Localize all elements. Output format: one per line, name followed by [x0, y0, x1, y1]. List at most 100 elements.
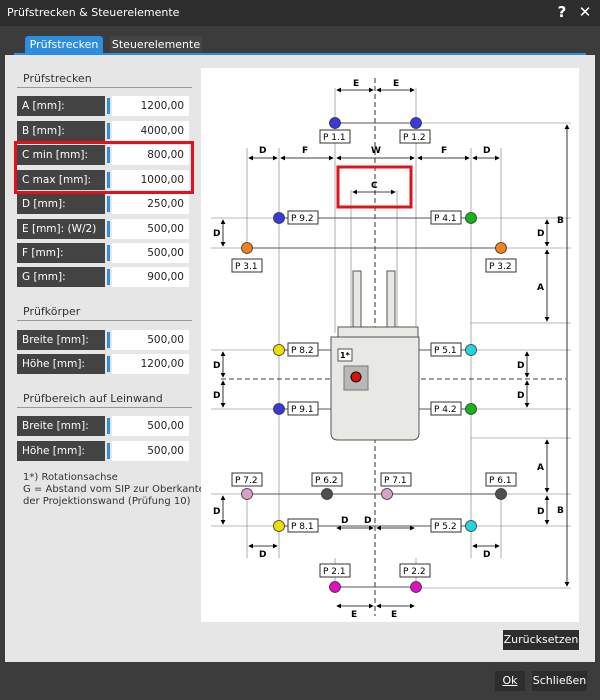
label-p4-1: P 4.1 [434, 214, 457, 224]
footnote-line: 1*) Rotationsachse [23, 472, 118, 483]
window-title: Prüfstrecken & Steuerelemente [7, 6, 180, 19]
dim-e: E [353, 79, 359, 89]
rotation-label-box [337, 348, 353, 362]
field-label: C min [mm]: [17, 145, 105, 165]
field-a-input[interactable]: 1200,00 [112, 96, 189, 116]
label-p8-2: P 8.2 [291, 346, 314, 356]
divider [17, 320, 192, 321]
label-p4-2: P 4.2 [434, 405, 457, 415]
field-koerper-breite-input[interactable]: 500,00 [112, 330, 189, 350]
point-p6-1 [495, 488, 507, 500]
point-p5-1 [465, 344, 477, 356]
dim-e: E [393, 79, 399, 89]
field-accent [107, 245, 110, 261]
tab-underline [14, 53, 586, 55]
title-bar: Prüfstrecken & Steuerelemente ? ✕ [0, 0, 600, 26]
divider [17, 87, 192, 88]
label-p7-2: P 7.2 [235, 476, 258, 486]
field-label: C max [mm]: [17, 170, 105, 190]
point-p3-2 [495, 242, 507, 254]
section-title-pruefstrecken: Prüfstrecken [23, 72, 92, 85]
field-c-max: C max [mm]: 1000,00 [17, 170, 189, 190]
field-label: F [mm]: [17, 243, 105, 263]
dialog-footer: Ok Schließen [0, 662, 600, 700]
close-button[interactable]: Schließen [532, 671, 587, 691]
label-p1-2: P 1.2 [403, 133, 426, 143]
guide-lines [211, 88, 571, 589]
tab-steuerelemente[interactable]: Steuerelemente [110, 36, 202, 54]
label-p3-2: P 3.2 [489, 262, 512, 272]
dim-d: D [213, 391, 220, 401]
rotation-axis-point [350, 371, 362, 383]
field-f-input[interactable]: 500,00 [112, 243, 189, 263]
point-labels: P 1.1 P 1.2 P 9.2 P 4.1 P 3.1 P 3.2 P 8.… [231, 129, 517, 578]
footnote-line: der Projektionswand (Prüfung 10) [23, 496, 191, 507]
dim-d: D [537, 507, 544, 517]
field-e-input[interactable]: 500,00 [112, 219, 189, 239]
points [241, 117, 507, 593]
dimension-labels: E E D F W F D C D D A B D D D D A D B D [213, 79, 564, 620]
field-leinwand-breite-input[interactable]: 500,00 [112, 416, 189, 436]
dim-b: B [557, 506, 564, 516]
field-label: Höhe [mm]: [17, 354, 105, 374]
label-p7-1: P 7.1 [384, 476, 407, 486]
diagram-svg: E E D F W F D C D D A B D D D D A D B D [211, 78, 571, 620]
point-p1-1 [329, 117, 341, 129]
field-c-max-input[interactable]: 1000,00 [112, 170, 189, 190]
dim-d: D [259, 550, 266, 560]
point-p7-1 [381, 488, 393, 500]
label-p5-2: P 5.2 [434, 522, 457, 532]
label-p1-1: P 1.1 [323, 133, 346, 143]
dim-e: E [391, 610, 397, 620]
help-icon[interactable]: ? [557, 3, 567, 21]
dim-d: D [517, 361, 524, 371]
dim-c: C [371, 181, 378, 191]
dim-e: E [351, 610, 357, 620]
dim-a: A [537, 463, 544, 473]
point-p2-1 [329, 581, 341, 593]
highlight-box-diagram-c [336, 165, 413, 209]
field-d-input[interactable]: 250,00 [112, 194, 189, 214]
field-e: E [mm]: (W/2) + 500,00 [17, 219, 189, 255]
field-d: D [mm]: 250,00 [17, 194, 189, 214]
point-p8-2 [273, 344, 285, 356]
section-title-pruefkoerper: Prüfkörper [23, 305, 81, 318]
field-accent [107, 443, 110, 459]
dim-d: D [213, 361, 220, 371]
dim-d: D [213, 229, 220, 239]
field-accent [107, 269, 110, 285]
field-a: A [mm]: 1200,00 [17, 96, 189, 116]
field-koerper-breite: Breite [mm]: 500,00 [17, 330, 189, 350]
close-icon[interactable]: ✕ [578, 3, 592, 21]
dim-d: D [517, 391, 524, 401]
field-accent [107, 123, 110, 139]
field-accent [107, 418, 110, 434]
field-g-input[interactable]: 900,00 [112, 267, 189, 287]
tab-pruefstrecken[interactable]: Prüfstrecken [25, 36, 103, 54]
field-accent [107, 172, 110, 188]
point-p4-1 [465, 212, 477, 224]
dim-f: F [441, 146, 447, 156]
footnote-line: G = Abstand vom SIP zur Oberkante [23, 484, 205, 495]
dim-d: D [483, 550, 490, 560]
field-c-min-input[interactable]: 800,00 [112, 145, 189, 165]
field-accent [107, 196, 110, 212]
dim-d: D [483, 146, 490, 156]
field-g: G [mm]: 900,00 [17, 267, 189, 287]
point-p3-1 [241, 242, 253, 254]
dim-d: D [213, 507, 220, 517]
point-p6-2 [321, 488, 333, 500]
field-label: A [mm]: [17, 96, 105, 116]
field-f: F [mm]: 500,00 [17, 243, 189, 263]
label-p6-1: P 6.1 [489, 476, 512, 486]
label-p2-2: P 2.2 [403, 567, 426, 577]
test-body [330, 336, 420, 441]
field-leinwand-hoehe-input[interactable]: 500,00 [112, 441, 189, 461]
ok-button[interactable]: Ok [495, 671, 525, 691]
field-koerper-hoehe-input[interactable]: 1200,00 [112, 354, 189, 374]
field-b-input[interactable]: 4000,00 [112, 121, 189, 141]
point-p7-2 [241, 488, 253, 500]
rotation-label: 1* [340, 351, 351, 360]
reset-button[interactable]: Zurücksetzen [503, 630, 579, 650]
field-label: D [mm]: [17, 194, 105, 214]
